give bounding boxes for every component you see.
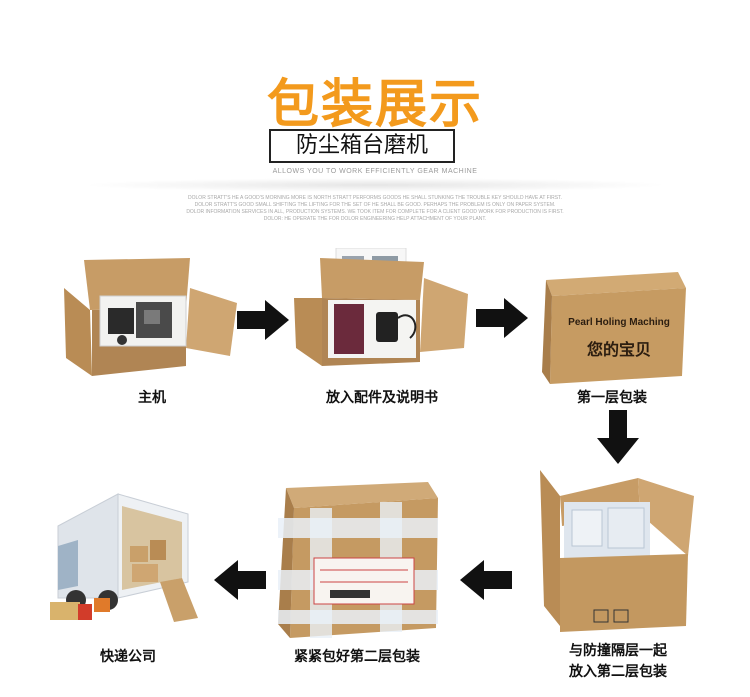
arrow-left-icon [460,558,512,606]
step-label-first-layer: 第一层包装 [577,390,647,406]
arrow-right-icon [476,296,528,344]
accessories-image [292,248,472,383]
delivery-truck-image [48,486,208,634]
arrow-right-icon [237,298,289,346]
page-title: 包装展示 [266,75,483,135]
step-label-express: 快递公司 [100,649,156,665]
box-text-english: Pearl Holing Maching [568,317,670,328]
fine-print-line: DOLOR: HE OPERATE THE FOR DOLOR ENGINEER… [263,216,487,222]
box-text-chinese: 您的宝贝 [586,340,651,359]
fine-print-line: DOLOR INFORMATION SERVICES IN ALL, PRODU… [186,209,564,215]
fine-print-line: DOLOR STRATT'S GOOD SMALL SHIFTING THE L… [194,202,556,208]
anti-collision-box-image [538,466,698,638]
header-divider-shadow [80,178,670,192]
step-label-main-unit: 主机 [138,390,166,406]
english-tagline: ALLOWS YOU TO WORK EFFICIENTLY GEAR MACH… [272,168,478,175]
second-layer-box-image [270,478,446,644]
product-subtitle: 防尘箱台磨机 [269,129,455,163]
fine-print-line: DOLOR STRATT'S HE A GOOD'S MORNING MORE … [188,195,562,201]
step-label-accessories: 放入配件及说明书 [326,390,438,406]
step-label-anti-collision-line2: 放入第二层包装 [569,664,667,680]
step-label-anti-collision-line1: 与防撞隔层一起 [569,643,667,659]
first-layer-box-image [532,262,692,386]
step-label-second-layer: 紧紧包好第二层包装 [294,649,420,665]
main-unit-image [62,248,242,383]
arrow-down-icon [597,410,639,468]
arrow-left-icon [214,558,266,606]
